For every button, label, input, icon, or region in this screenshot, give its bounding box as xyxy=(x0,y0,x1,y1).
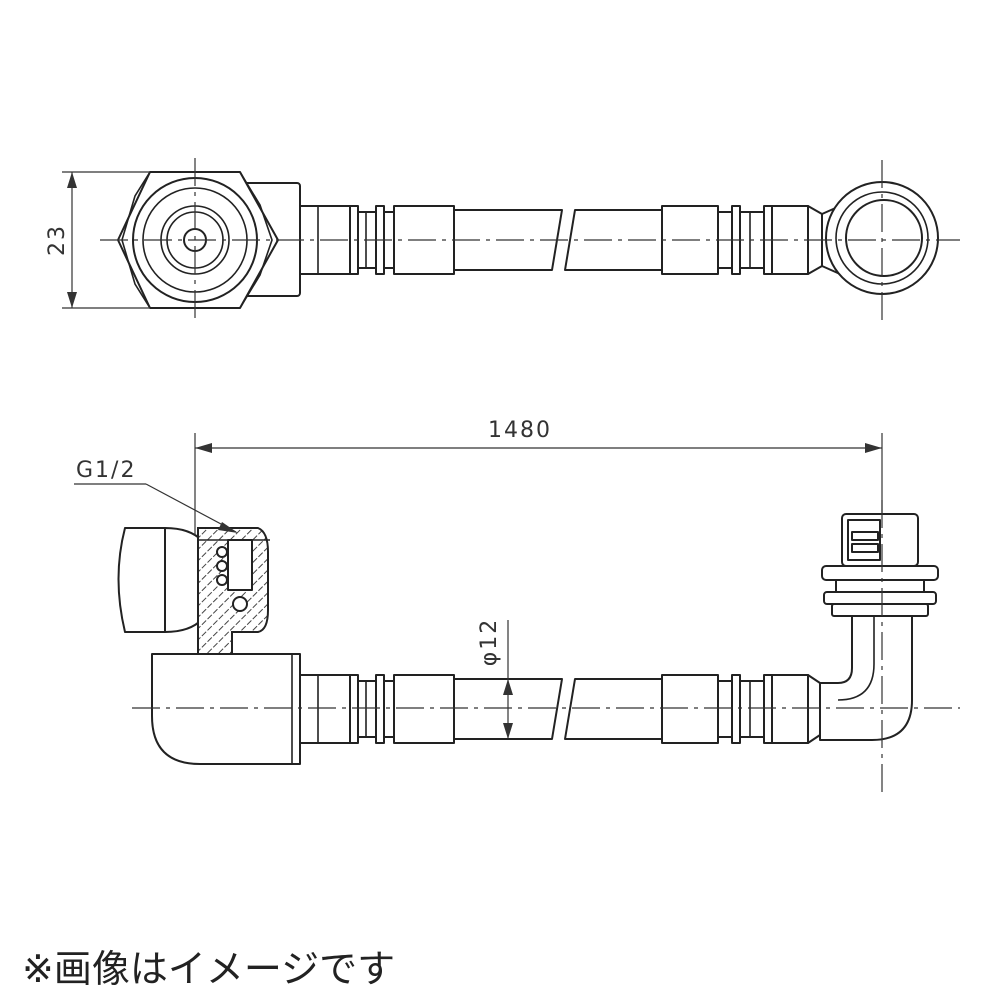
width-dimension-label: 23 xyxy=(45,224,70,256)
front-right-coupling xyxy=(661,674,821,744)
diameter-dimension: φ12 xyxy=(477,618,513,739)
top-right-banjo-inner xyxy=(845,199,923,277)
width-dimension: 23 xyxy=(45,171,150,309)
ball-4 xyxy=(232,596,248,612)
diameter-label: φ12 xyxy=(477,618,502,667)
length-dimension: 1480 xyxy=(194,418,883,535)
ball-3 xyxy=(216,574,228,586)
front-right-elbow xyxy=(819,615,913,741)
length-dimension-label: 1480 xyxy=(488,418,552,443)
top-view: 23 xyxy=(45,158,960,322)
front-view: 1480 G1/2 φ12 xyxy=(74,418,960,798)
thread-callout: G1/2 xyxy=(74,458,238,533)
front-elbow-body xyxy=(151,653,301,765)
thread-label: G1/2 xyxy=(76,458,136,483)
front-right-fitting xyxy=(821,513,939,617)
front-left-coupling xyxy=(299,674,455,744)
image-disclaimer-note: ※画像はイメージです xyxy=(22,947,396,991)
front-fitting-cap xyxy=(117,527,166,633)
front-hose-right xyxy=(564,678,663,740)
ball-2 xyxy=(216,560,228,572)
ball-1 xyxy=(216,546,228,558)
